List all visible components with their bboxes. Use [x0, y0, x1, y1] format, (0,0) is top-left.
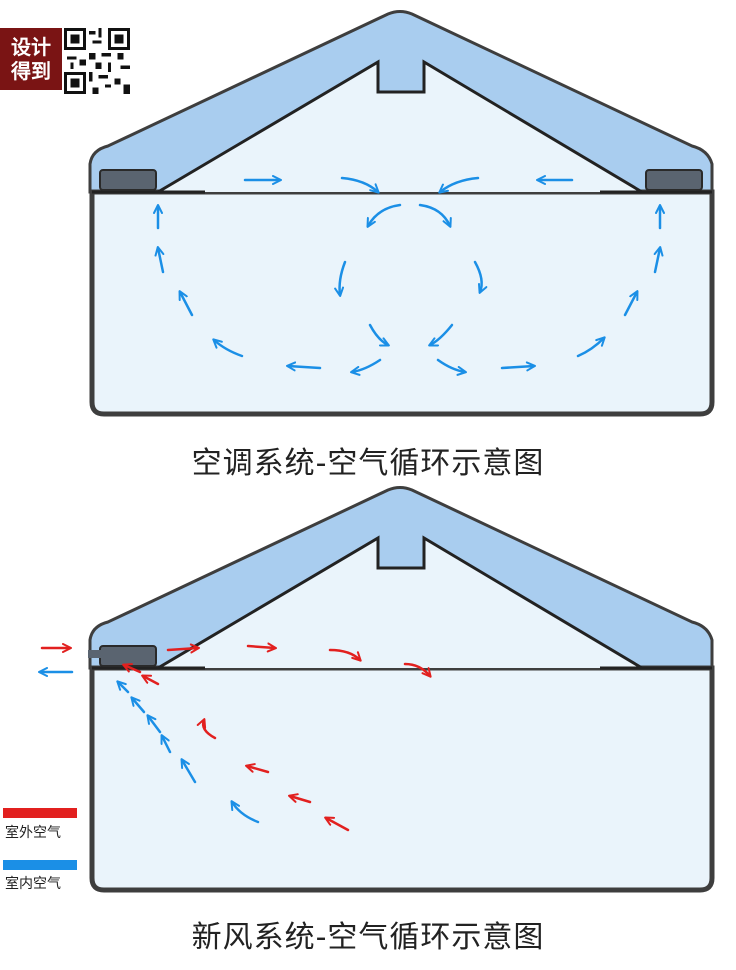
blue-arrow-icon: [436, 358, 467, 376]
legend-indoor-swatch: [3, 860, 77, 870]
fresh-indoor-arrows: [38, 667, 260, 824]
blue-arrow-icon: [368, 323, 390, 347]
blue-arrow-icon: [178, 290, 194, 317]
blue-arrow-icon: [340, 176, 380, 194]
ac-airflow-arrows: [153, 175, 665, 376]
red-arrow-icon: [122, 663, 142, 674]
ac-vent-left: [99, 169, 157, 191]
blue-arrow-icon: [500, 361, 536, 372]
red-arrow-icon: [245, 763, 270, 774]
blue-arrow-icon: [160, 734, 172, 754]
blue-arrow-icon: [438, 176, 480, 194]
red-arrow-icon: [403, 662, 432, 678]
blue-arrow-icon: [212, 338, 244, 358]
logo: 设计 得到: [0, 28, 62, 90]
ac-caption: 空调系统-空气循环示意图: [191, 446, 545, 481]
blue-arrow-icon: [286, 361, 322, 372]
fresh-vent-duct: [88, 650, 102, 658]
red-arrow-icon: [324, 816, 350, 832]
red-arrow-icon: [328, 648, 362, 662]
blue-arrow-icon: [130, 696, 146, 714]
blue-arrow-icon: [473, 260, 488, 294]
red-arrow-icon: [141, 674, 160, 686]
qr-code-icon: [64, 28, 130, 94]
blue-arrow-icon: [653, 246, 664, 274]
red-arrow-icon: [288, 793, 312, 804]
ac-house: [88, 10, 715, 417]
legend-outdoor-swatch: [3, 808, 77, 818]
ac-ceiling-line: [157, 59, 643, 194]
red-arrow-icon: [166, 643, 200, 654]
blue-arrow-icon: [576, 336, 606, 358]
blue-arrow-icon: [366, 203, 402, 228]
ac-room: [89, 189, 715, 417]
logo-line-2: 得到: [11, 59, 51, 83]
blue-arrow-icon: [230, 800, 260, 824]
blue-arrow-icon: [116, 680, 130, 694]
blue-arrow-icon: [334, 260, 347, 297]
blue-arrow-icon: [146, 714, 162, 734]
red-arrow-icon: [246, 642, 277, 653]
blue-arrow-icon: [350, 358, 382, 376]
blue-arrow-icon: [623, 290, 639, 317]
fresh-house: [88, 486, 715, 893]
blue-arrow-icon: [180, 758, 197, 784]
blue-arrow-icon: [428, 323, 454, 347]
red-arrow-icon: [196, 718, 217, 740]
legend-indoor-label: 室内空气: [5, 876, 61, 892]
fresh-caption: 新风系统-空气循环示意图: [191, 920, 545, 955]
logo-line-1: 设计: [11, 35, 51, 59]
legend-outdoor-label: 室外空气: [5, 825, 61, 841]
fresh-room: [89, 665, 715, 893]
ac-vent-right: [645, 169, 703, 191]
fresh-vent: [99, 645, 157, 667]
fresh-ceiling-line: [157, 535, 643, 670]
blue-arrow-icon: [418, 203, 452, 228]
blue-arrow-icon: [154, 246, 165, 274]
fresh-outdoor-arrows: [40, 642, 432, 832]
